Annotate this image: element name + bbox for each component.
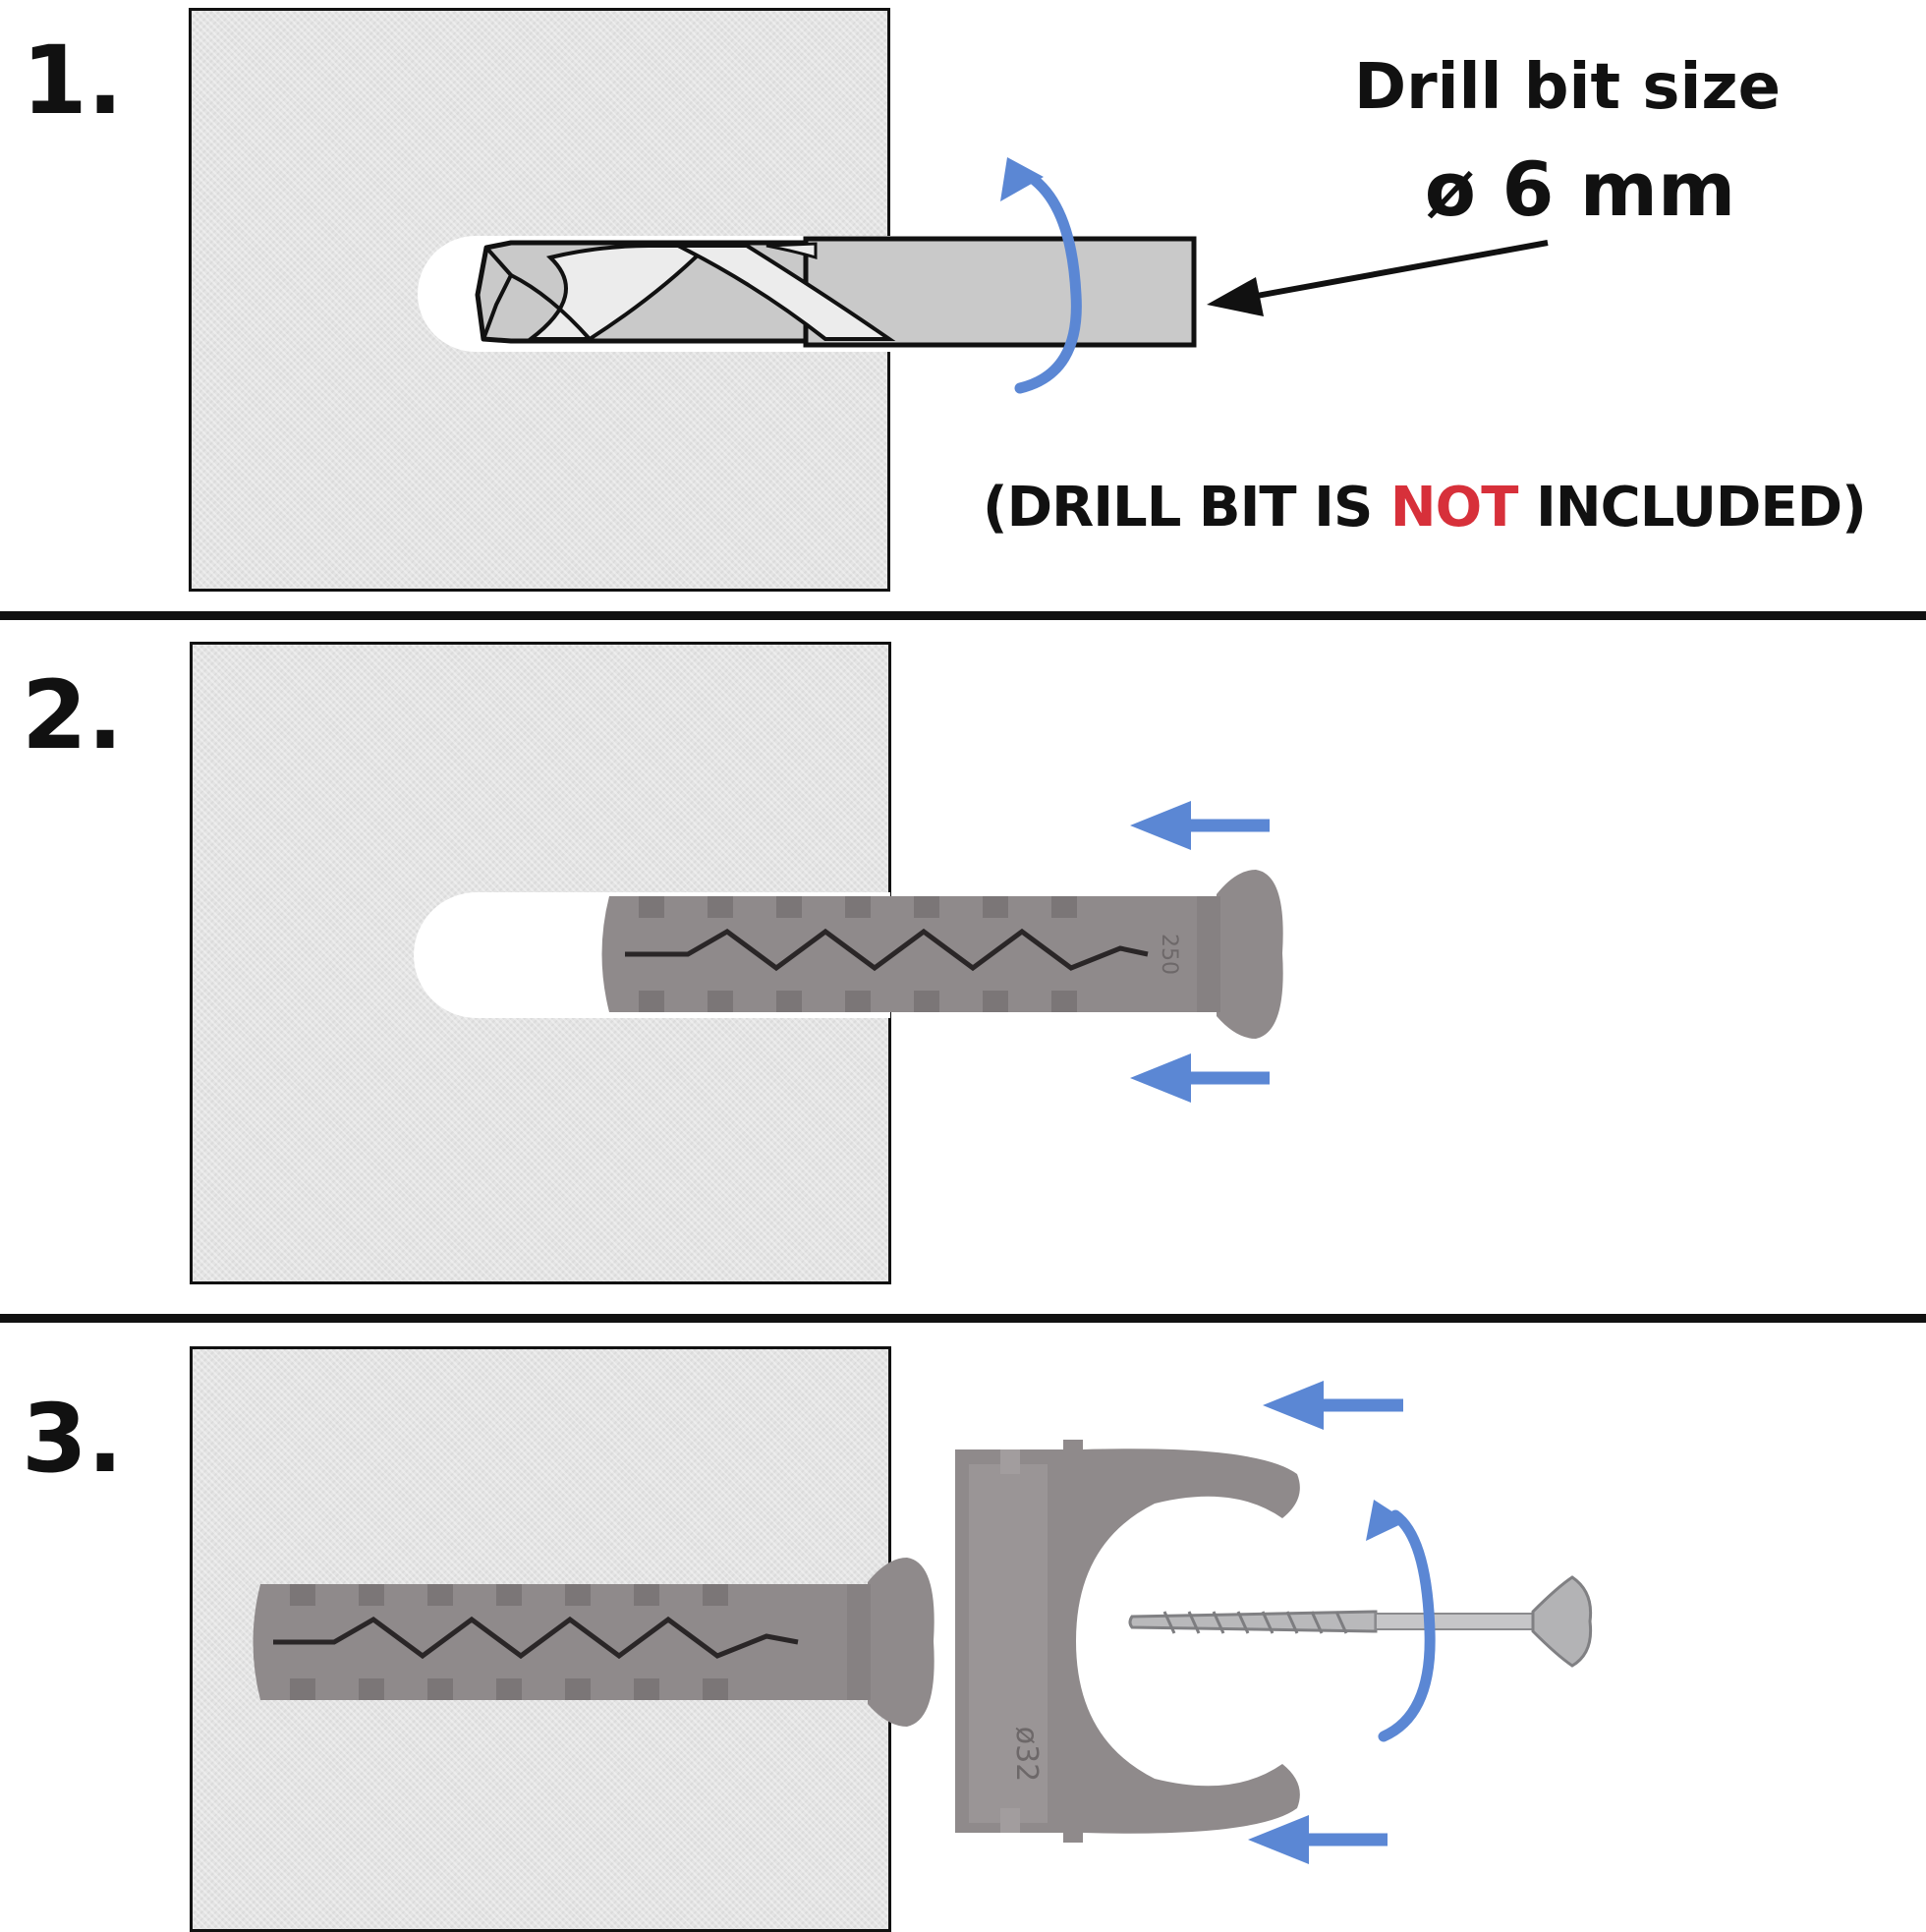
dowel-marking: 250 <box>1157 934 1181 975</box>
drill-bit-notice: (DRILL BIT IS NOT INCLUDED) <box>983 476 1867 540</box>
dowel-insert-illustration: 250 <box>414 801 1283 1103</box>
wall-plug-dowel: 250 <box>601 870 1283 1039</box>
clip-mount-illustration: ø32 <box>253 1381 1593 1864</box>
pointer-arrow-icon <box>1207 240 1549 316</box>
step-divider-2 <box>0 1314 1926 1323</box>
drill-illustration <box>418 157 1549 394</box>
step-divider-1 <box>0 611 1926 620</box>
rotation-arrow-icon <box>1000 157 1082 394</box>
clip-marking: ø32 <box>1009 1727 1044 1783</box>
drill-size-value: ø 6 mm <box>1424 145 1736 233</box>
screw <box>1128 1575 1593 1668</box>
notice-open: (DRILL BIT IS <box>983 476 1390 540</box>
notice-close: INCLUDED) <box>1517 476 1867 540</box>
rotation-arrow-icon <box>1366 1500 1436 1742</box>
step-number-3: 3. <box>22 1384 124 1494</box>
pipe-clip: ø32 <box>955 1440 1300 1843</box>
installed-wall-plug <box>253 1558 935 1727</box>
push-arrow-icon <box>1248 1381 1403 1864</box>
drill-size-title: Drill bit size <box>1353 51 1782 124</box>
step-number-1: 1. <box>22 26 124 136</box>
notice-emphasis: NOT <box>1389 476 1519 540</box>
push-arrow-icon <box>1130 801 1270 1103</box>
step-number-2: 2. <box>22 660 124 770</box>
